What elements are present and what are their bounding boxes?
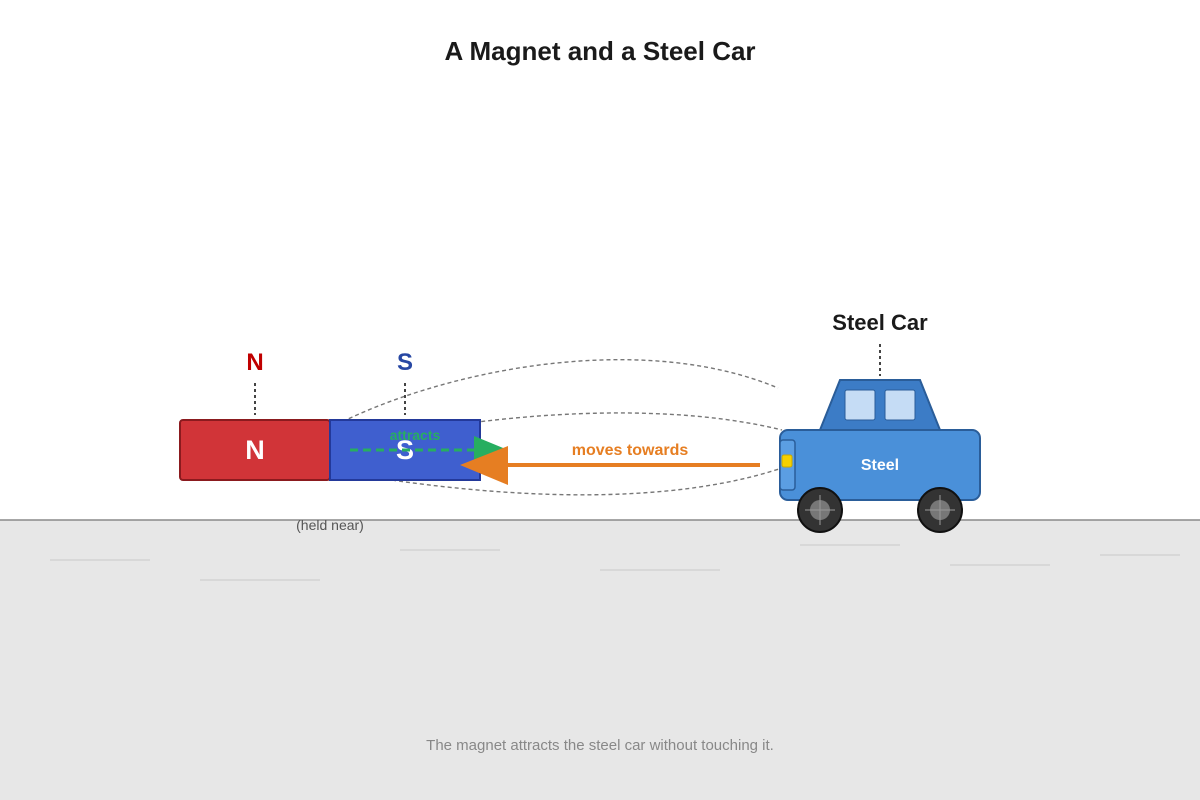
car-body-label: Steel [861, 457, 899, 474]
pole-label-north: N [246, 349, 263, 376]
car-window-front [844, 389, 876, 421]
caption: The magnet attracts the steel car withou… [426, 737, 774, 754]
car-headlight [781, 454, 793, 468]
moves-towards-arrowhead [460, 446, 508, 485]
car-window-rear [884, 389, 916, 421]
car-title: Steel Car [832, 310, 928, 335]
moves-towards-arrow [460, 446, 760, 485]
steel-car: Steel [779, 379, 981, 533]
car-wheel-front [797, 487, 843, 533]
field-line-top [329, 359, 779, 429]
car-cabin [818, 379, 942, 431]
held-near-note: (held near) [296, 517, 364, 533]
car-wheel-rear [917, 487, 963, 533]
pole-label-south: S [397, 349, 413, 376]
magnet-north-block-label: N [245, 435, 265, 465]
attracts-label: attracts [390, 427, 441, 443]
ground-texture [50, 544, 1180, 581]
moves-towards-label: moves towards [572, 442, 689, 459]
page-title: A Magnet and a Steel Car [444, 36, 755, 66]
ground [0, 520, 1200, 800]
